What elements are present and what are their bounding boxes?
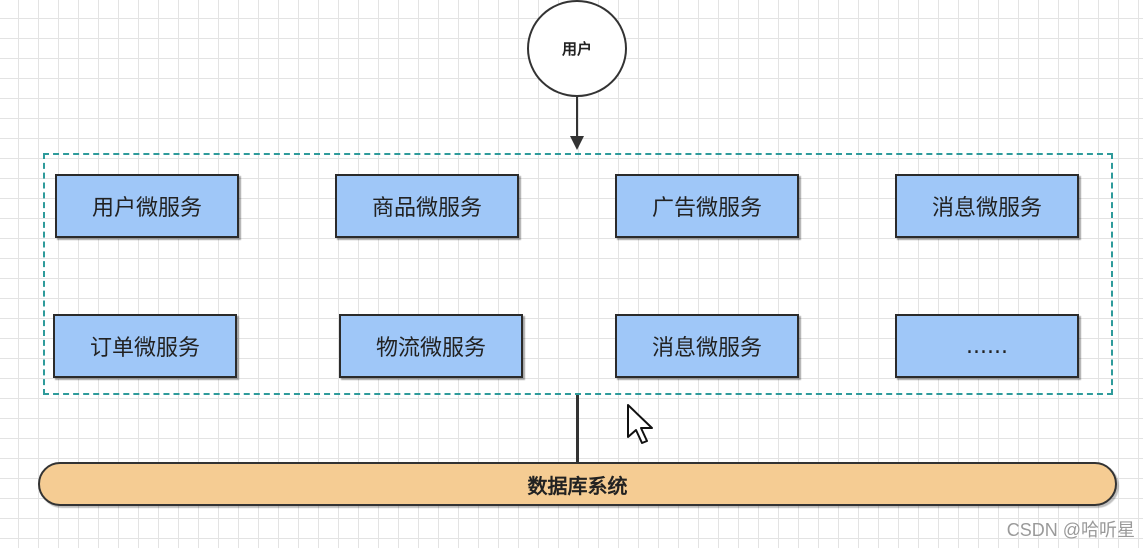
database-system: 数据库系统 <box>38 462 1117 506</box>
service-message-2: 消息微服务 <box>615 314 799 378</box>
service-more: ...... <box>895 314 1079 378</box>
user-arrow-head <box>570 136 584 150</box>
service-user: 用户微服务 <box>55 174 239 238</box>
db-connector-line <box>576 395 579 462</box>
service-message: 消息微服务 <box>895 174 1079 238</box>
mouse-cursor-icon <box>627 404 653 444</box>
service-logistics: 物流微服务 <box>339 314 523 378</box>
user-node: 用户 <box>527 0 627 97</box>
microservice-group <box>43 153 1113 395</box>
user-arrow-line <box>576 97 578 137</box>
service-product: 商品微服务 <box>335 174 519 238</box>
service-ad: 广告微服务 <box>615 174 799 238</box>
service-order: 订单微服务 <box>53 314 237 378</box>
watermark: CSDN @哈听星 <box>1006 520 1135 540</box>
